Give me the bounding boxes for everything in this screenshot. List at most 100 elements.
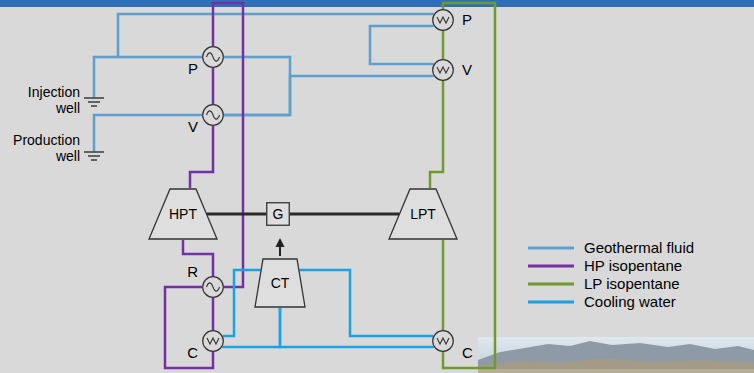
legend-sample bbox=[528, 301, 574, 304]
well-label: Injection well bbox=[2, 84, 80, 116]
exchanger-circle bbox=[203, 331, 224, 352]
legend-label: Cooling water bbox=[584, 293, 676, 311]
legend-sample bbox=[528, 265, 574, 268]
photo-ground bbox=[478, 369, 754, 373]
pipe-line bbox=[430, 81, 443, 188]
pipe-line bbox=[212, 68, 215, 104]
shaft-line bbox=[290, 213, 399, 216]
wave-mark bbox=[207, 53, 220, 61]
legend-samples bbox=[528, 248, 574, 302]
shaft-line bbox=[207, 213, 266, 216]
wave-mark bbox=[207, 283, 220, 291]
legend-label: Geothermal fluid bbox=[584, 239, 694, 257]
exchanger-label: V bbox=[188, 119, 198, 135]
pipe-line bbox=[190, 126, 213, 188]
exchanger-label: P bbox=[462, 12, 472, 28]
exchanger-symbol bbox=[202, 276, 224, 298]
vaporizer-exchanger: V bbox=[432, 59, 454, 81]
exchanger-label: V bbox=[462, 62, 472, 78]
wave-mark bbox=[207, 111, 220, 119]
well-pipes bbox=[94, 14, 434, 152]
ground-bar bbox=[88, 155, 100, 157]
pipe-line bbox=[299, 270, 433, 336]
ground-bar bbox=[84, 97, 104, 99]
preheater-exchanger: P bbox=[202, 46, 224, 68]
return-pipe bbox=[118, 14, 434, 57]
pipe-line bbox=[370, 26, 434, 64]
vaporizer-exchanger: V bbox=[202, 104, 224, 126]
pipe-line bbox=[224, 76, 434, 115]
trapezoid-shape bbox=[149, 189, 217, 239]
exchanger-circle bbox=[203, 277, 224, 298]
pipe-line bbox=[442, 240, 445, 330]
production-pipe bbox=[94, 115, 202, 152]
generator-box: G bbox=[266, 202, 290, 226]
header-band bbox=[0, 0, 754, 7]
recuperator-exchanger: R bbox=[202, 276, 224, 298]
exchanger-circle bbox=[203, 105, 224, 126]
trapezoid-shape bbox=[255, 259, 305, 307]
ground-bar bbox=[88, 101, 100, 103]
preheater-exchanger: P bbox=[432, 9, 454, 31]
ground-symbol bbox=[84, 152, 104, 160]
legend-label: LP isopentane bbox=[584, 275, 680, 293]
ground-symbol bbox=[84, 98, 104, 106]
legend-label: HP isopentane bbox=[584, 257, 682, 275]
injection-pipe bbox=[94, 57, 202, 98]
component-label: CT bbox=[271, 275, 290, 291]
exhaust-arrow bbox=[276, 238, 285, 256]
ground-bar bbox=[84, 151, 104, 153]
well-label: Production well bbox=[2, 132, 80, 164]
pipe-line bbox=[443, 3, 495, 368]
turbine-shape: HPT bbox=[148, 188, 218, 240]
exchanger-symbol bbox=[432, 9, 454, 31]
exchanger-label: R bbox=[187, 264, 198, 280]
zigzag-mark bbox=[207, 338, 219, 344]
condenser-exchanger: C bbox=[202, 330, 224, 352]
component-label: LPT bbox=[410, 206, 436, 222]
zigzag-mark bbox=[437, 338, 449, 344]
photo-sky bbox=[478, 337, 754, 373]
ground-bar bbox=[91, 159, 97, 161]
pipe-line bbox=[442, 31, 445, 59]
exchanger-circle bbox=[433, 10, 454, 31]
exchanger-symbol bbox=[202, 330, 224, 352]
legend-sample bbox=[528, 283, 574, 286]
ground-bar bbox=[91, 105, 97, 107]
landscape-photo bbox=[478, 337, 754, 373]
turbine-shape: LPT bbox=[388, 188, 458, 240]
cooling-tower: CT bbox=[254, 258, 306, 308]
pipe-line bbox=[213, 3, 243, 287]
exchanger-symbol bbox=[432, 59, 454, 81]
exchanger-circle bbox=[203, 47, 224, 68]
exchanger-label: P bbox=[188, 61, 198, 77]
exchanger-label: C bbox=[462, 345, 473, 361]
box-shape bbox=[267, 203, 290, 226]
zigzag-mark bbox=[437, 67, 449, 73]
component-label: G bbox=[273, 206, 284, 222]
exchanger-symbol bbox=[432, 330, 454, 352]
legend-sample bbox=[528, 247, 574, 250]
pipe-line bbox=[165, 287, 213, 368]
zigzag-mark bbox=[437, 17, 449, 23]
exchanger-label: C bbox=[187, 345, 198, 361]
photo-hills bbox=[478, 358, 754, 373]
exhaust-head bbox=[276, 238, 285, 247]
exchanger-circle bbox=[433, 60, 454, 81]
condenser-exchanger: C bbox=[432, 330, 454, 352]
trapezoid-shape bbox=[389, 189, 457, 239]
exchanger-symbol bbox=[202, 104, 224, 126]
exchanger-symbol bbox=[202, 46, 224, 68]
photo-mountains bbox=[478, 341, 754, 373]
pipe-line bbox=[280, 308, 434, 347]
pipe-line bbox=[224, 57, 290, 115]
pipe-line bbox=[222, 308, 280, 347]
pipe-line bbox=[212, 298, 215, 330]
component-label: HPT bbox=[169, 206, 197, 222]
exchanger-circle bbox=[433, 331, 454, 352]
